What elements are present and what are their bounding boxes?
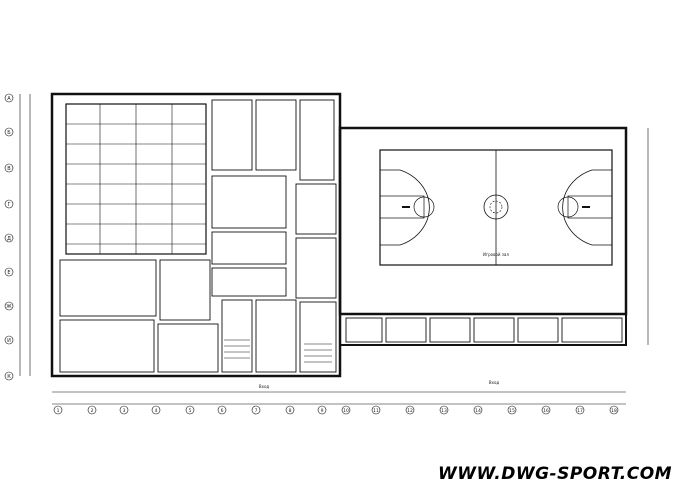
row-axis-label: В: [7, 166, 11, 172]
column-axis-label: 17: [577, 408, 583, 414]
column-axis-label: 7: [255, 408, 258, 414]
column-axis-label: 1: [57, 408, 60, 414]
column-axis-label: 3: [123, 408, 126, 414]
entrance-mark-left: Вход: [259, 384, 270, 389]
court-three-point-right: [562, 169, 612, 246]
row-axes: [4, 93, 14, 381]
service-rooms: [59, 99, 623, 373]
row-axis-label: Г: [7, 202, 10, 208]
column-axes: [53, 405, 619, 415]
plan-linework: [19, 92, 649, 405]
court-key-right: [567, 195, 613, 219]
column-axis-label: 18: [611, 408, 617, 414]
hall-label: Игровой зал: [483, 252, 509, 257]
court-center-circle: [483, 194, 509, 220]
column-axis-label: 2: [91, 408, 94, 414]
row-axis-label: A: [7, 96, 11, 102]
column-axis-label: 9: [321, 408, 324, 414]
column-axis-label: 13: [441, 408, 447, 414]
column-axis-label: 10: [343, 408, 349, 414]
column-axis-label: 5: [189, 408, 192, 414]
court-three-point-left: [380, 169, 430, 246]
column-axis-label: 15: [509, 408, 515, 414]
row-axis-label: К: [7, 374, 11, 380]
column-axis-label: 12: [407, 408, 413, 414]
gym-field-lines: [66, 104, 206, 254]
outer-wall-right-hall: [338, 126, 628, 316]
column-axis-label: 4: [155, 408, 158, 414]
row-axis-label: Д: [7, 236, 11, 242]
column-axis-label: 14: [475, 408, 481, 414]
court-key-left: [379, 195, 425, 219]
website-watermark: WWW.DWG-SPORT.COM: [438, 464, 673, 484]
row-axis-label: Ж: [6, 304, 12, 310]
stair-hatching: [224, 339, 332, 363]
row-axis-label: Е: [7, 270, 10, 276]
column-axis-label: 11: [373, 408, 379, 414]
column-axis-label: 8: [289, 408, 292, 414]
outer-wall-right-lower: [339, 314, 627, 346]
row-axis-label: Б: [7, 130, 11, 136]
column-axis-label: 16: [543, 408, 549, 414]
column-axis-label: 6: [221, 408, 224, 414]
entrance-mark-right: Вход: [489, 380, 500, 385]
outer-wall-left-block: [50, 92, 342, 378]
row-axis-label: И: [7, 338, 11, 344]
dimension-lines: [19, 94, 649, 405]
